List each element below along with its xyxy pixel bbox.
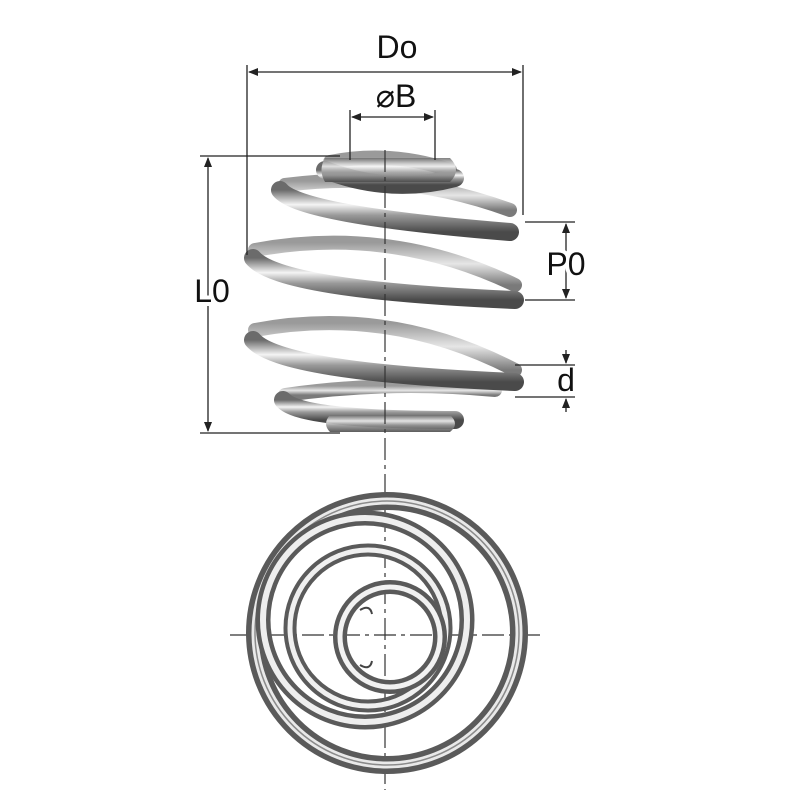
coil-bottom-end — [326, 415, 455, 432]
label-free-length: L0 — [194, 273, 230, 309]
dimension-free-length — [200, 155, 340, 434]
label-inner-diameter: ⌀B — [376, 78, 417, 114]
dimension-wire-diameter — [515, 350, 575, 412]
coil-top-end — [321, 158, 456, 182]
label-pitch: P0 — [546, 246, 585, 282]
coil-end-notch — [359, 606, 373, 669]
diameter-symbol: ⌀ — [376, 78, 395, 114]
spring-side-view — [244, 150, 524, 432]
dimension-pitch — [525, 221, 575, 301]
dimension-outer-diameter — [246, 65, 524, 255]
spring-top-view — [230, 492, 540, 774]
coil-back-segments — [248, 150, 522, 402]
dimension-inner-diameter — [349, 110, 436, 160]
inner-diameter-letter: B — [395, 78, 416, 114]
label-wire-diameter: d — [557, 362, 575, 398]
label-outer-diameter: Do — [377, 29, 418, 65]
